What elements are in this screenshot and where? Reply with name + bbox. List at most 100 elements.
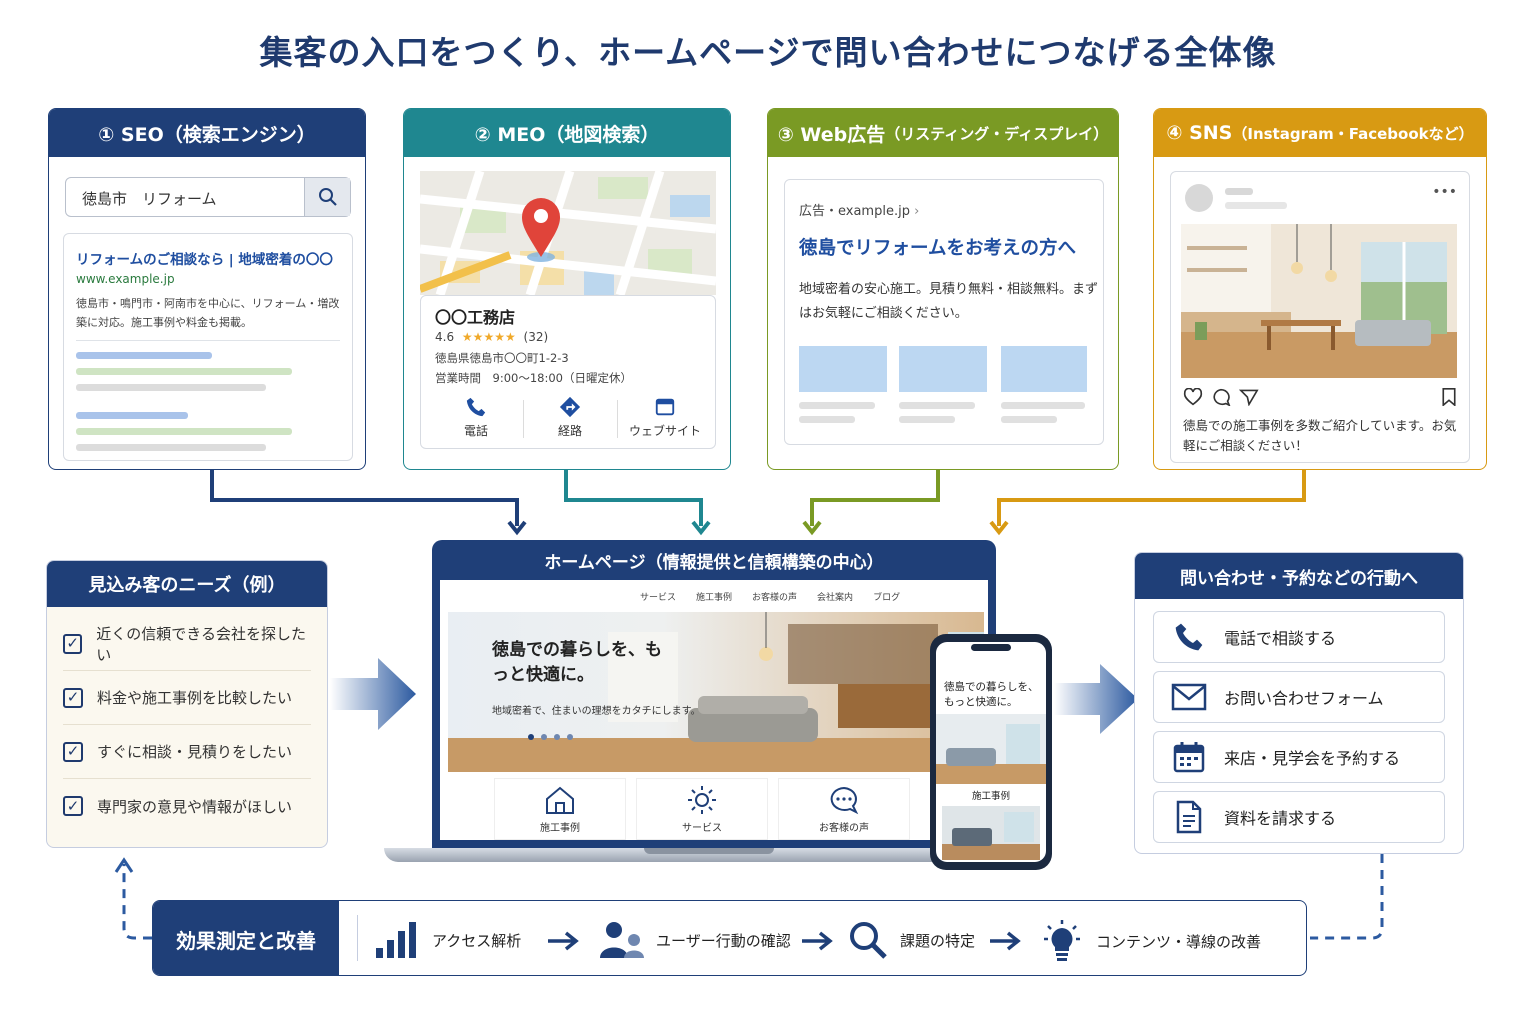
step-arrow [548,931,579,951]
nav-item[interactable]: サービス [640,593,677,603]
shop-name: 〇〇工務店 [435,308,516,327]
sns-subtitle: （Instagram・Facebookなど） [1232,124,1474,143]
business-panel: 〇〇工務店 4.6 ★★★★★ (32) 徳島県徳島市〇〇町1-2-3 営業時間… [420,295,716,449]
website-button[interactable]: ウェブサイト [617,396,713,442]
need-item: ✓料金や施工事例を比較したい [63,671,311,725]
checkbox-icon: ✓ [63,796,83,816]
checkbox-icon: ✓ [63,687,83,708]
house-icon [546,786,574,814]
step-user-behavior: ユーザー行動の確認 [598,920,791,960]
checkbox-icon: ✓ [63,633,83,654]
call-label: 電話 [463,424,488,438]
feedback-loop-lines [114,854,1384,940]
ad-label: 広告・example.jp › [799,204,920,219]
more-icon[interactable]: ••• [1432,184,1457,200]
page-title: 集客の入口をつくり、ホームページで問い合わせにつなげる全体像 [259,33,1277,72]
search-button[interactable] [304,178,350,216]
phone-hero-title: 徳島での暮らしを、もっと快適に。 [944,681,1039,708]
avatar [1185,184,1213,212]
web-ad-subtitle: （リスティング・ディスプレイ） [885,124,1109,143]
needs-panel: 見込み客のニーズ（例） ✓近くの信頼できる会社を探したい ✓料金や施工事例を比較… [46,560,328,848]
result-url: www.example.jp [76,272,175,286]
carousel-dots[interactable] [528,734,573,740]
bookmark-icon[interactable] [1441,388,1457,406]
directions-icon [559,396,581,418]
feature-label: 施工事例 [540,823,580,834]
route-button[interactable]: 経路 [523,396,617,442]
nav-item[interactable]: お客様の声 [752,593,798,603]
rating-stars: ★★★★★ [461,330,516,344]
ad-preview[interactable]: 広告・example.jp › 徳島でリフォームをお考えの方へ 地域密着の安心施… [784,179,1104,445]
review-count: (32) [523,330,549,344]
improvement-bar: 効果測定と改善 [152,900,1307,976]
users-icon [600,922,644,958]
homepage-phone: 徳島での暮らしを、もっと快適に。 施工事例 [930,634,1052,870]
comment-icon[interactable] [1211,388,1231,406]
sns-post: ••• 徳島での施工事例を多数ご紹介しています。お気軽にご相談ください！ [1170,171,1470,463]
need-item: ✓専門家の意見や情報がほしい [63,779,311,833]
map-image[interactable] [420,171,716,295]
nav-item[interactable]: ブログ [873,593,901,603]
actions-header: 問い合わせ・予約などの行動へ [1135,553,1463,599]
web-ad-title: ③ Web広告 [777,123,886,146]
checkbox-icon: ✓ [63,741,83,762]
homepage-laptop: ホームページ（情報提供と信頼構築の中心） サービス施工事例お客様の声会社案内ブロ… [432,540,996,848]
needs-header: 見込み客のニーズ（例） [47,561,327,607]
laptop-screen: サービス施工事例お客様の声会社案内ブログ 徳島での暮らしを、もっと快適に。 地域… [440,580,988,840]
route-label: 経路 [557,424,582,438]
ad-headline[interactable]: 徳島でリフォームをお考えの方へ [799,238,1076,259]
sns-card: ④ SNS（Instagram・Facebookなど） ••• 徳島での施工事例… [1153,108,1487,470]
contact-form-button[interactable]: お問い合わせフォーム [1153,671,1445,723]
sns-title: ④ SNS [1166,122,1233,144]
share-icon[interactable] [1239,388,1259,406]
hero-subtitle: 地域密着で、住まいの理想をカタチにします。 [492,706,701,717]
seo-card-header: ① SEO（検索エンジン） [49,109,365,157]
document-icon [1176,800,1202,834]
needs-to-homepage-arrow [330,658,416,730]
seo-card: ① SEO（検索エンジン） 徳島市 リフォーム リフォームのご相談なら | 地域… [48,108,366,470]
meo-card: ② MEO（地図検索） 〇〇工務店 4.6 ★★★★★ (32) 徳島県徳島市〇… [403,108,731,470]
call-action-button[interactable]: 電話で相談する [1153,611,1445,663]
phone-section-label: 施工事例 [971,791,1010,802]
heart-icon[interactable] [1183,388,1203,406]
step-arrow [802,931,833,951]
phone-screen: 徳島での暮らしを、もっと快適に。 施工事例 [936,642,1046,862]
reservation-button[interactable]: 来店・見学会を予約する [1153,731,1445,783]
result-title[interactable]: リフォームのご相談なら | 地域密着の〇〇 [76,252,333,268]
post-image[interactable] [1181,224,1457,378]
flow-connectors [210,470,1306,536]
search-result: リフォームのご相談なら | 地域密着の〇〇 www.example.jp 徳島市… [63,233,353,461]
web-ad-card-header: ③ Web広告（リスティング・ディスプレイ） [768,109,1118,157]
nav-item[interactable]: 施工事例 [696,593,733,603]
map-pin-icon [522,198,560,257]
homepage-to-actions-arrow [1054,664,1138,734]
feature-tile[interactable]: 施工事例 [494,778,626,840]
request-materials-button[interactable]: 資料を請求する [1153,791,1445,843]
improvement-label: 効果測定と改善 [153,901,339,975]
nav-item[interactable]: 会社案内 [817,593,854,603]
feature-tile[interactable]: お客様の声 [778,778,910,840]
hero-image [448,612,984,772]
search-box[interactable]: 徳島市 リフォーム [65,177,351,217]
website-label: ウェブサイト [628,424,701,438]
actions-panel: 問い合わせ・予約などの行動へ 電話で相談する お問い合わせフォーム 来店・見学会… [1134,552,1464,854]
sns-card-header: ④ SNS（Instagram・Facebookなど） [1154,109,1486,157]
shop-address: 徳島県徳島市〇〇町1-2-3 [435,351,569,365]
laptop-base [384,848,1044,862]
magnifier-icon [850,922,887,959]
ad-description: 地域密着の安心施工。見積り無料・相談無料。まずはお気軽にご相談ください。 [799,282,1099,321]
step-identify-issues: 課題の特定 [848,920,975,960]
result-desc: 徳島市・鳴門市・阿南市を中心に、リフォーム・増改築に対応。施工事例や料金も掲載。 [76,297,340,329]
website-icon [655,398,675,416]
shop-hours: 営業時間 9:00〜18:00（日曜定休） [435,371,632,385]
mail-icon [1171,683,1207,711]
post-caption: 徳島での施工事例を多数ご紹介しています。お気軽にご相談ください！ [1183,418,1457,453]
bar-chart-icon [376,922,416,958]
search-input[interactable]: 徳島市 リフォーム [82,190,217,208]
speech-bubble-icon [830,786,859,815]
phone-icon [1175,623,1203,651]
homepage-header: ホームページ（情報提供と信頼構築の中心） [544,553,884,573]
feature-tile[interactable]: サービス [636,778,768,840]
rating-value: 4.6 [435,330,455,344]
call-button[interactable]: 電話 [429,396,523,442]
